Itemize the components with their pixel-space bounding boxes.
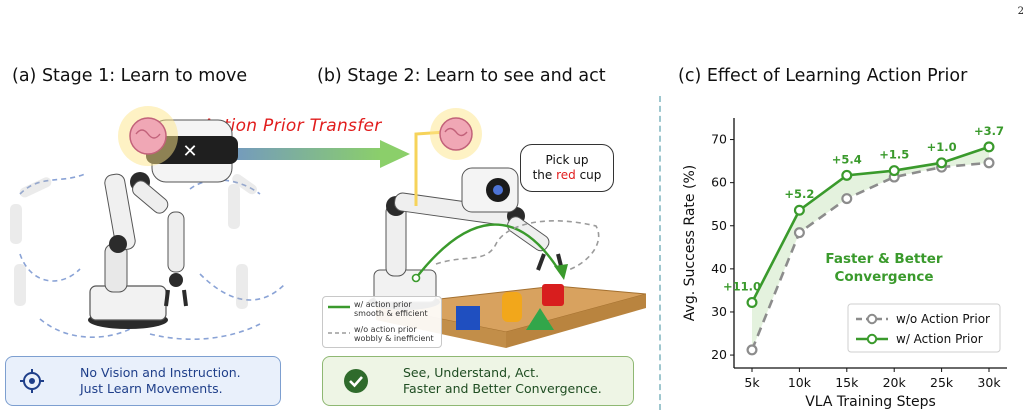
instruction-speech-bubble: Pick up the red cup <box>520 144 614 192</box>
y-tick-label: 40 <box>711 261 727 276</box>
transfer-label: Action Prior Transfer <box>202 116 382 136</box>
panel-divider <box>659 96 661 410</box>
speech-red-word: red <box>556 168 576 182</box>
stage2-caption-line2: Faster and Better Convergence. <box>403 381 602 396</box>
page-number: 2 <box>1017 6 1024 17</box>
checkmark-icon <box>344 369 368 393</box>
delta-label: +1.0 <box>927 140 957 154</box>
legend-without-line2: wobbly & inefficient <box>354 334 434 343</box>
y-axis-label: Avg. Success Rate (%) <box>682 165 698 321</box>
x-tick-label: 10k <box>788 375 812 390</box>
series-line-without-prior <box>750 161 990 351</box>
delta-label: +1.5 <box>879 148 909 162</box>
panel-a-title: (a) Stage 1: Learn to move <box>12 66 248 86</box>
y-tick-label: 50 <box>711 218 727 233</box>
speech-line-2: the red cup <box>521 168 613 183</box>
data-point-without-prior <box>746 344 758 356</box>
data-point-with-prior <box>983 141 995 153</box>
legend-label: w/ Action Prior <box>896 332 983 346</box>
delta-label: +5.2 <box>784 187 814 201</box>
crosshair-icon <box>20 369 44 393</box>
svg-text:✕: ✕ <box>182 141 197 162</box>
trajectory-legend: w/ action prior smooth & efficient w/o a… <box>322 296 442 348</box>
speech-post: cup <box>575 168 602 182</box>
delta-label: +5.4 <box>832 152 862 166</box>
x-axis-label: VLA Training Steps <box>805 394 936 410</box>
data-point-with-prior <box>841 169 853 181</box>
x-tick-label: 5k <box>744 375 760 390</box>
speech-pre: the <box>532 168 557 182</box>
y-tick-label: 60 <box>711 175 727 190</box>
panel-c-title: (c) Effect of Learning Action Prior <box>678 66 968 86</box>
legend-with-line1: w/ action prior <box>354 300 412 309</box>
speech-line-1: Pick up <box>545 153 589 167</box>
delta-label: +3.7 <box>974 124 1004 138</box>
robot-arm-illustration-stage1: ✕ <box>10 106 286 340</box>
legend-solid-line <box>328 305 350 309</box>
x-tick-label: 15k <box>835 375 859 390</box>
delta-label: +11.0 <box>723 279 761 293</box>
y-tick-label: 70 <box>711 132 727 147</box>
legend-dashed-line <box>328 332 350 334</box>
panel-b-title: (b) Stage 2: Learn to see and act <box>317 66 606 86</box>
x-tick-label: 30k <box>977 375 1001 390</box>
data-point-with-prior <box>936 157 948 169</box>
chart-annotation-line2: Convergence <box>835 269 934 285</box>
chart-annotation-line1: Faster & Better <box>825 251 943 267</box>
stage1-caption-line1: No Vision and Instruction. <box>80 365 241 380</box>
stage2-caption-box: See, Understand, Act. Faster and Better … <box>322 356 634 406</box>
legend-marker <box>866 333 878 345</box>
data-point-without-prior <box>983 157 995 169</box>
data-point-with-prior <box>746 296 758 308</box>
data-point-with-prior <box>793 204 805 216</box>
x-tick-label: 25k <box>930 375 954 390</box>
legend-label: w/o Action Prior <box>896 312 990 326</box>
y-tick-label: 20 <box>711 347 727 362</box>
data-point-without-prior <box>793 227 805 239</box>
y-tick-label: 30 <box>711 304 727 319</box>
legend-without-line1: w/o action prior <box>354 325 417 334</box>
stage2-caption-line1: See, Understand, Act. <box>403 365 540 380</box>
data-point-with-prior <box>888 165 900 177</box>
legend-with-line2: smooth & efficient <box>354 309 428 318</box>
stage1-caption-line2: Just Learn Movements. <box>80 381 223 396</box>
series-line-with-prior <box>750 145 990 304</box>
data-point-without-prior <box>841 193 853 205</box>
transfer-arrow <box>202 140 410 168</box>
legend-marker <box>866 313 878 325</box>
stage1-caption-box: No Vision and Instruction. Just Learn Mo… <box>5 356 281 406</box>
x-tick-label: 20k <box>883 375 907 390</box>
